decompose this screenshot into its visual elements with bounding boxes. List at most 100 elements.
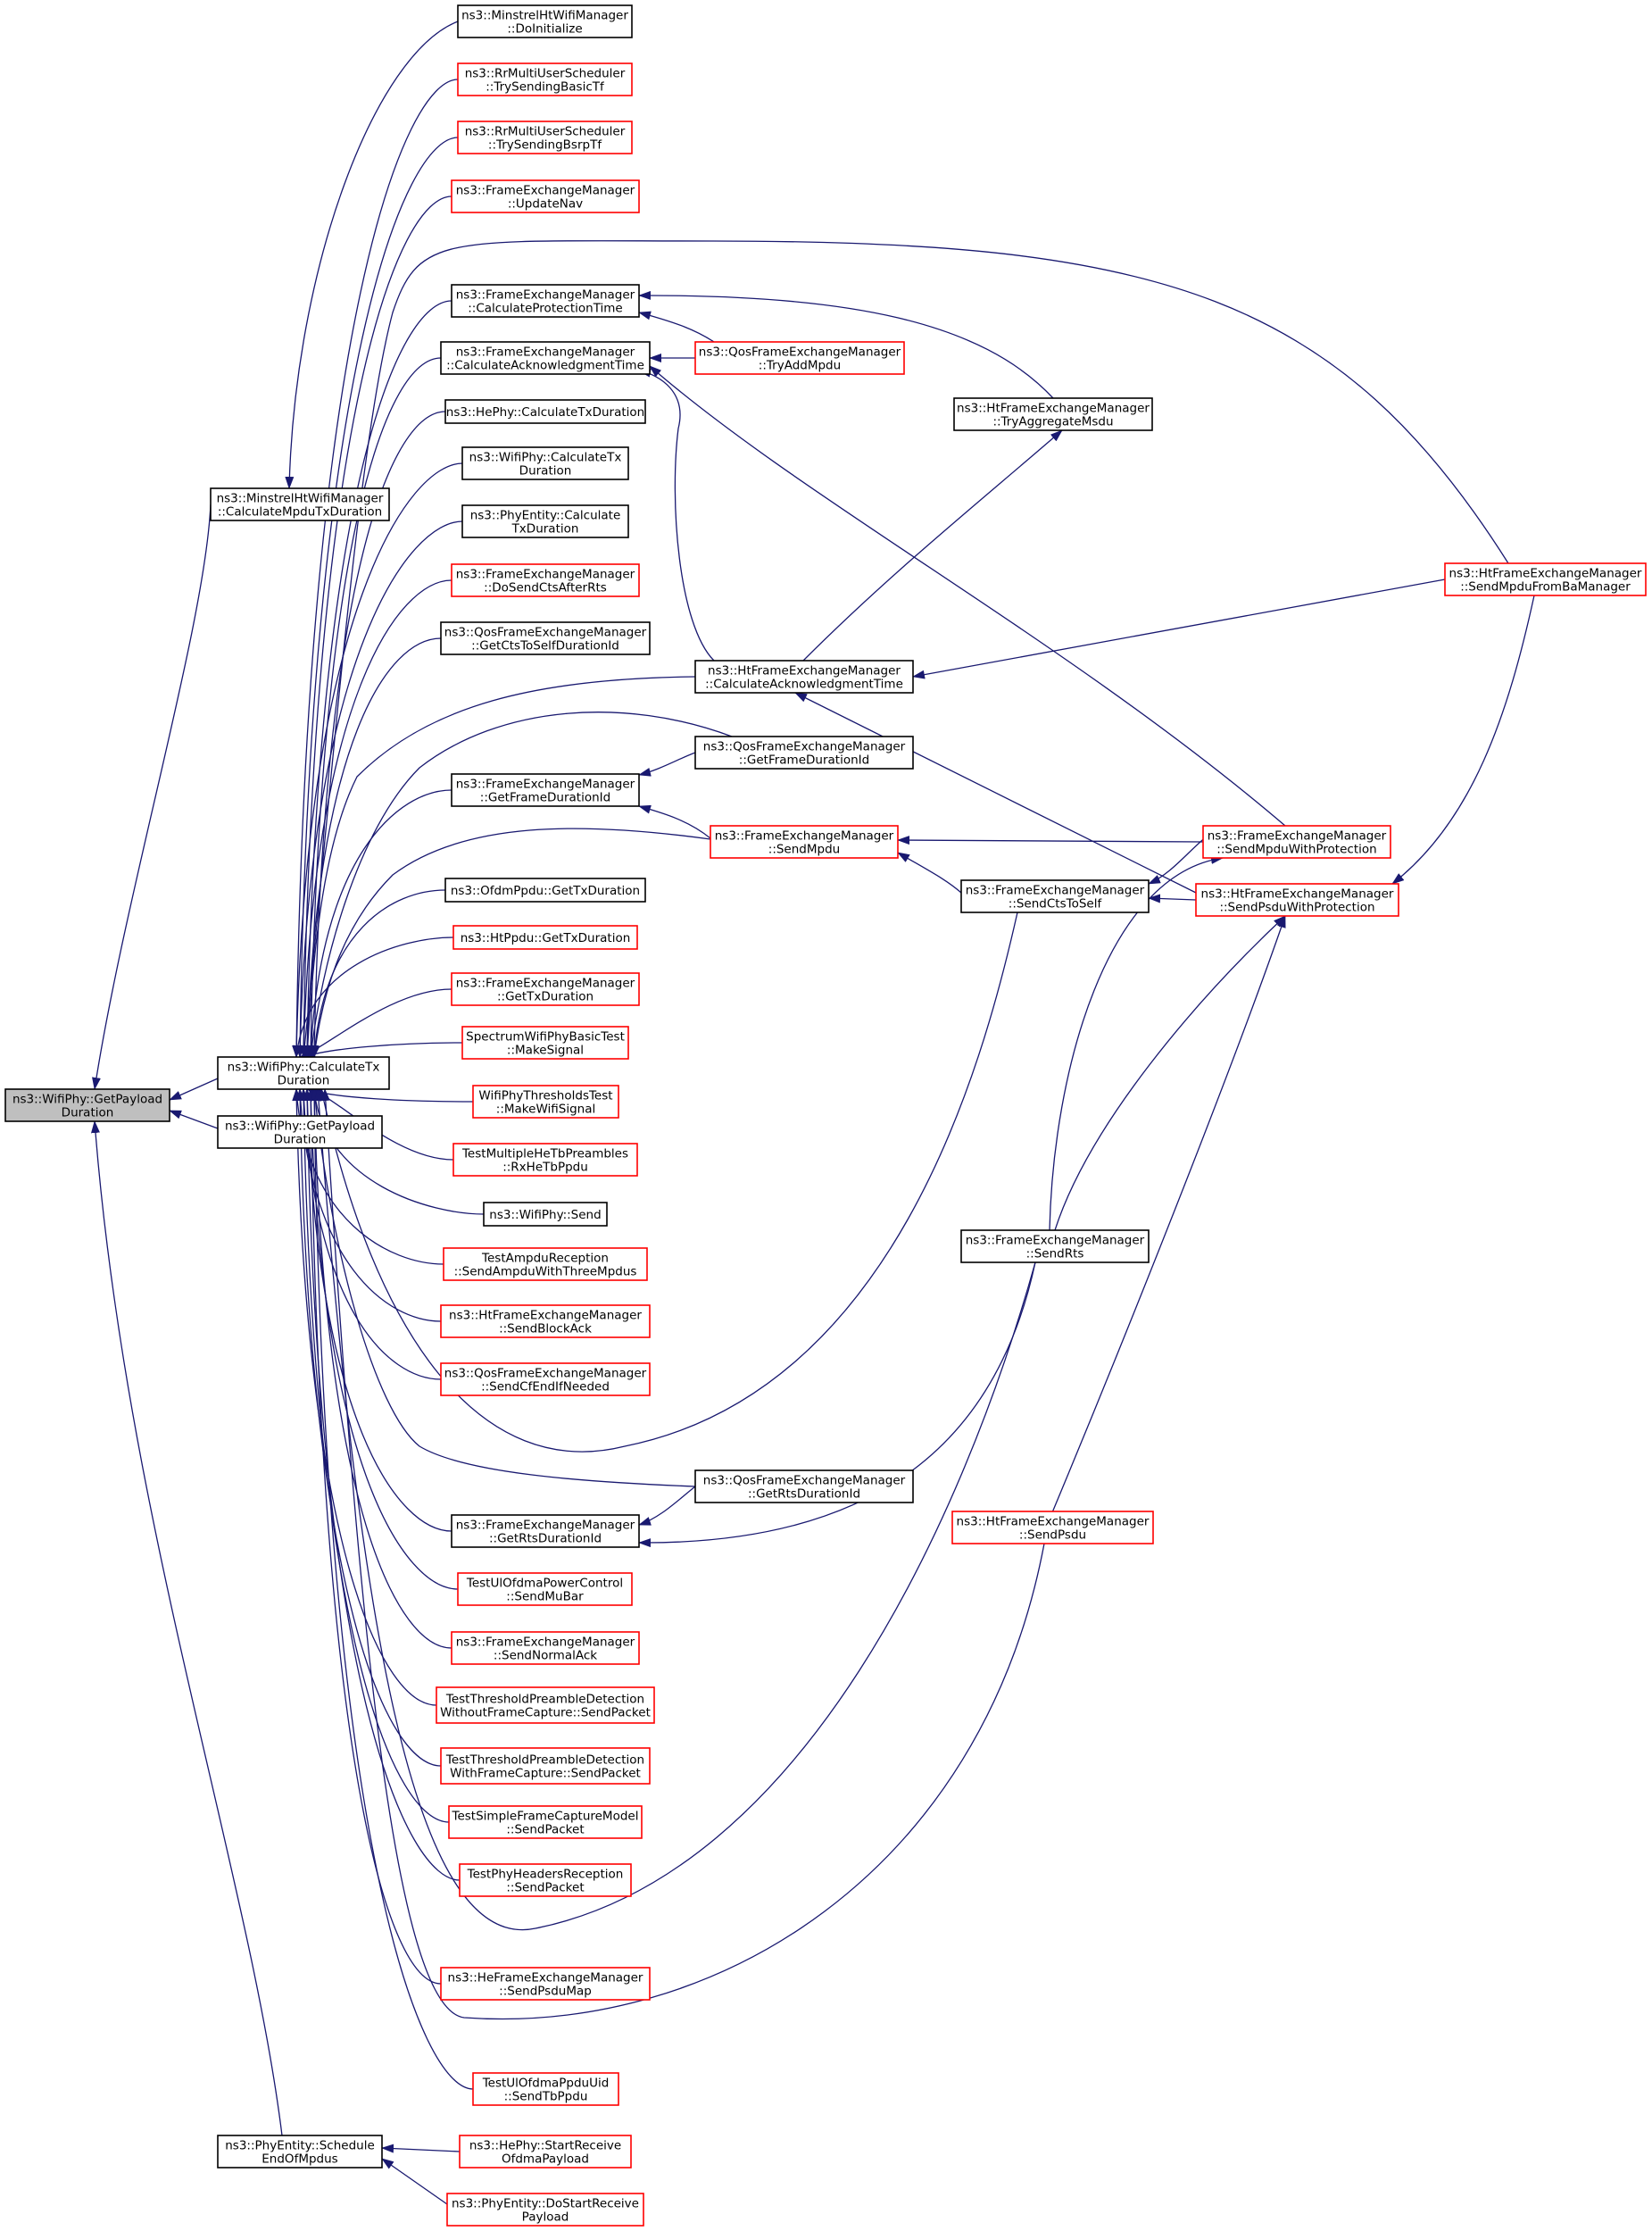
node-tryBsrpTf[interactable]: ns3::RrMultiUserScheduler::TrySendingBsr… — [457, 121, 633, 154]
node-box — [461, 446, 629, 480]
node-label: ::DoSendCtsAfterRts — [484, 581, 607, 595]
node-htSendPsduProt[interactable]: ns3::HtFrameExchangeManager::SendPsduWit… — [1195, 883, 1399, 917]
node-box — [448, 1805, 643, 1839]
edge-thresholdsMake-to-calcTx — [306, 1088, 474, 1103]
node-femSendCtsSelf[interactable]: ns3::FrameExchangeManager::SendCtsToSelf — [960, 879, 1150, 913]
node-box — [217, 1056, 390, 1090]
edge-phyHeaders-to-calcTx — [303, 1088, 461, 1881]
node-label: ::MakeSignal — [507, 1044, 584, 1058]
node-label: ::TrySendingBasicTf — [486, 80, 605, 95]
edge-htCalcAck-to-htTryAggr — [802, 429, 1063, 662]
node-femSendMpdu[interactable]: ns3::FrameExchangeManager::SendMpdu — [710, 825, 899, 859]
node-qosSendCfEnd[interactable]: ns3::QosFrameExchangeManager::SendCfEndI… — [440, 1362, 651, 1396]
node-label: ::TrySendingBsrpTf — [488, 138, 602, 153]
node-threshNoCapture[interactable]: TestThresholdPreambleDetectionWithoutFra… — [436, 1686, 655, 1724]
node-calcTx[interactable]: ns3::WifiPhy::CalculateTxDuration — [217, 1056, 390, 1090]
node-label: ::SendPsduMap — [499, 1985, 592, 1999]
node-tryBasicTf[interactable]: ns3::RrMultiUserScheduler::TrySendingBas… — [457, 62, 633, 96]
node-htSendFromBa[interactable]: ns3::HtFrameExchangeManager::SendMpduFro… — [1444, 562, 1647, 596]
node-label: ns3::FrameExchangeManager — [456, 184, 635, 198]
node-label: ns3::FrameExchangeManager — [715, 829, 894, 844]
node-calcMpduTx[interactable]: ns3::MinstrelHtWifiManager::CalculateMpd… — [210, 487, 390, 521]
edge-htSendPsduProt-to-femSendCtsSelf — [1148, 894, 1197, 903]
node-label: ::SendPacket — [506, 1881, 584, 1895]
node-label: Duration — [519, 464, 572, 479]
node-htCalcAck[interactable]: ns3::HtFrameExchangeManager::CalculateAc… — [694, 660, 914, 694]
node-label: ::GetCtsToSelfDurationId — [471, 639, 619, 653]
node-qosTryAdd[interactable]: ns3::QosFrameExchangeManager::TryAddMpdu — [694, 341, 905, 375]
node-label: ns3::OfdmPpdu::GetTxDuration — [451, 884, 640, 898]
node-ofdmPpdu[interactable]: ns3::OfdmPpdu::GetTxDuration — [444, 878, 646, 903]
edge-htSendFromBa-to-htCalcAck — [912, 579, 1446, 679]
edge-htSendPsdu-to-htSendPsduProt — [1051, 915, 1286, 1512]
node-phyEntCalc[interactable]: ns3::PhyEntity::CalculateTxDuration — [461, 504, 629, 538]
node-box — [444, 878, 646, 903]
node-updateNav[interactable]: ns3::FrameExchangeManager::UpdateNav — [451, 179, 640, 213]
node-label: ns3::FrameExchangeManager — [456, 288, 635, 303]
node-doSendCts[interactable]: ns3::FrameExchangeManager::DoSendCtsAfte… — [451, 563, 640, 597]
node-ulOfdmMuBar[interactable]: TestUlOfdmaPowerControl::SendMuBar — [457, 1572, 633, 1606]
node-qosGetRts[interactable]: ns3::QosFrameExchangeManager::GetRtsDura… — [694, 1469, 914, 1503]
node-box — [4, 1088, 170, 1122]
node-label: ns3::FrameExchangeManager — [966, 884, 1145, 898]
node-label: ns3::HePhy::StartReceive — [469, 2139, 621, 2153]
node-label: TestThresholdPreambleDetection — [445, 1693, 644, 1707]
node-getFrameDur[interactable]: ns3::FrameExchangeManager::GetFrameDurat… — [451, 773, 640, 807]
node-label: ::SendMpduFromBaManager — [1460, 580, 1631, 595]
node-thresholdsMake[interactable]: WifiPhyThresholdsTest::MakeWifiSignal — [472, 1085, 619, 1119]
node-qosGetFrameDur[interactable]: ns3::QosFrameExchangeManager::GetFrameDu… — [694, 736, 914, 770]
edge-phyEntCalc-to-calcTx — [295, 520, 463, 1058]
edge-qosGetFrameDur-to-calcTx — [307, 712, 733, 1058]
node-femGetTx[interactable]: ns3::FrameExchangeManager::GetTxDuration — [451, 972, 640, 1006]
node-label: ::SendTbPpdu — [504, 2090, 588, 2104]
node-threshCapture[interactable]: TestThresholdPreambleDetectionWithFrameC… — [440, 1747, 651, 1785]
node-htSendPsdu[interactable]: ns3::HtFrameExchangeManager::SendPsdu — [951, 1511, 1154, 1544]
node-box — [457, 121, 633, 154]
node-label: TestMultipleHeTbPreambles — [461, 1147, 628, 1161]
node-label: ns3::MinstrelHtWifiManager — [217, 492, 384, 506]
node-doInit[interactable]: ns3::MinstrelHtWifiManager::DoInitialize — [457, 4, 633, 38]
node-label: ns3::QosFrameExchangeManager — [699, 345, 901, 360]
node-htSendBlockAck[interactable]: ns3::HtFrameExchangeManager::SendBlockAc… — [440, 1304, 651, 1338]
edge-qosGetRts-to-calcTx — [311, 1088, 696, 1487]
node-getCtsSelf[interactable]: ns3::QosFrameExchangeManager::GetCtsToSe… — [440, 621, 651, 655]
node-heSendPsduMap[interactable]: ns3::HeFrameExchangeManager::SendPsduMap — [440, 1967, 651, 2001]
node-femGetRts[interactable]: ns3::FrameExchangeManager::GetRtsDuratio… — [451, 1514, 640, 1548]
node-simpleCapture[interactable]: TestSimpleFrameCaptureModel::SendPacket — [448, 1805, 643, 1839]
node-box — [694, 660, 914, 694]
edge-femGetTx-to-calcTx — [299, 988, 452, 1058]
node-ampduRecv[interactable]: TestAmpduReception::SendAmpduWithThreeMp… — [443, 1247, 648, 1281]
node-wifiPhySend[interactable]: ns3::WifiPhy::Send — [483, 1202, 608, 1227]
node-label: TestUlOfdmaPpduUid — [482, 2077, 610, 2091]
node-label: ::RxHeTbPpdu — [502, 1161, 588, 1175]
edge-heSendPsduMap-to-calcTx — [306, 1088, 442, 1985]
node-femSendRts[interactable]: ns3::FrameExchangeManager::SendRts — [960, 1229, 1150, 1263]
edge-calcTx-to-root — [169, 1078, 219, 1101]
node-wifiPhyCalc2[interactable]: ns3::WifiPhy::CalculateTxDuration — [461, 446, 629, 480]
edge-calcProt-to-calcTx — [303, 300, 452, 1058]
node-phyHeaders[interactable]: TestPhyHeadersReception::SendPacket — [459, 1863, 632, 1897]
node-ulOfdmTbPpdu[interactable]: TestUlOfdmaPpduUid::SendTbPpdu — [472, 2072, 619, 2106]
node-multiHeTb[interactable]: TestMultipleHeTbPreambles::RxHeTbPpdu — [452, 1143, 638, 1177]
node-box — [953, 397, 1153, 431]
node-label: ns3::HtFrameExchangeManager — [708, 664, 901, 678]
node-label: ns3::RrMultiUserScheduler — [465, 67, 626, 81]
node-femSendMpduProt[interactable]: ns3::FrameExchangeManager::SendMpduWithP… — [1202, 825, 1391, 859]
node-htPpdu[interactable]: ns3::HtPpdu::GetTxDuration — [452, 925, 638, 950]
node-calcProt[interactable]: ns3::FrameExchangeManager::CalculateProt… — [451, 284, 640, 318]
node-hePhyCalc[interactable]: ns3::HePhy::CalculateTxDuration — [444, 399, 646, 424]
node-spectrumMake[interactable]: SpectrumWifiPhyBasicTest::MakeSignal — [461, 1026, 629, 1060]
node-label: ns3::FrameExchangeManager — [1208, 829, 1387, 844]
edge-tryBasicTf-to-calcTx — [292, 79, 459, 1058]
node-htTryAggr[interactable]: ns3::HtFrameExchangeManager::TryAggregat… — [953, 397, 1153, 431]
node-calcAck[interactable]: ns3::FrameExchangeManager::CalculateAckn… — [440, 341, 651, 375]
node-femSendNormalAck[interactable]: ns3::FrameExchangeManager::SendNormalAck — [451, 1631, 640, 1665]
edge-spectrumMake-to-calcTx — [303, 1042, 463, 1058]
node-box — [457, 62, 633, 96]
